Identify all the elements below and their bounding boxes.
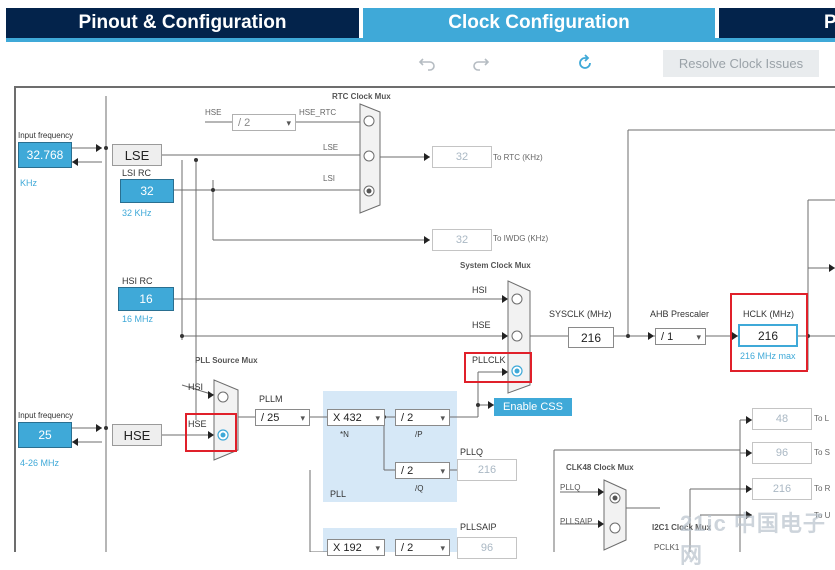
- lse-oscillator: LSE: [112, 144, 162, 166]
- hse-rtc-label: HSE_RTC: [299, 108, 337, 117]
- lse-input-frequency[interactable]: 32.768: [18, 142, 72, 168]
- pllq-output: 216: [457, 459, 517, 481]
- hclk-max-label: 216 MHz max: [740, 351, 796, 361]
- rtc-mux-title: RTC Clock Mux: [332, 92, 391, 101]
- clock-wires: [72, 96, 835, 552]
- pllsai-p-select[interactable]: / 2▾: [395, 539, 450, 556]
- hsi-rc-title: HSI RC: [122, 276, 153, 286]
- chevron-down-icon: ▾: [300, 413, 305, 423]
- output-1-label: To L: [814, 414, 830, 423]
- clk48-mux-title: CLK48 Clock Mux: [566, 463, 634, 472]
- redo-icon[interactable]: [472, 54, 490, 72]
- pllsai-n-select[interactable]: X 192▾: [327, 539, 385, 556]
- sysmux-hse-label: HSE: [472, 320, 491, 330]
- undo-icon[interactable]: [418, 54, 436, 72]
- hse-oscillator: HSE: [112, 424, 162, 446]
- pllp-select[interactable]: / 2▾: [395, 409, 450, 426]
- tab-project-manager[interactable]: P: [719, 8, 835, 38]
- clk48-pllsaip-label: PLLSAIP: [560, 517, 593, 526]
- pllclk-highlight: [464, 352, 532, 383]
- rtc-lse-label: LSE: [323, 143, 339, 152]
- pllm-select[interactable]: / 25▾: [255, 409, 310, 426]
- output-2: 96: [752, 442, 812, 464]
- enable-css-button[interactable]: Enable CSS: [494, 398, 572, 416]
- chevron-down-icon: ▾: [286, 118, 291, 128]
- chevron-down-icon: ▾: [375, 543, 380, 553]
- pllsaip-label: PLLSAIP: [460, 522, 497, 532]
- lsi-rc-title: LSI RC: [122, 168, 152, 178]
- to-iwdg-label: To IWDG (KHz): [493, 234, 549, 243]
- sysmux-hsi-label: HSI: [472, 285, 488, 295]
- to-rtc-label: To RTC (KHz): [493, 153, 543, 162]
- to-iwdg-output: 32: [432, 229, 492, 251]
- chevron-down-icon: ▾: [696, 332, 701, 342]
- hclk-highlight: [730, 293, 808, 372]
- output-3: 216: [752, 478, 812, 500]
- i2c1-mux-title: I2C1 Clock Mux: [652, 523, 712, 532]
- output-1: 48: [752, 408, 812, 430]
- tab-bar: Pinout & Configuration Clock Configurati…: [0, 0, 835, 42]
- lsi-rc-value: 32: [120, 179, 174, 203]
- rtc-lsi-label: LSI: [323, 174, 336, 183]
- lse-unit: KHz: [20, 178, 38, 188]
- chevron-down-icon: ▾: [440, 543, 445, 553]
- pllm-label: PLLM: [259, 394, 283, 404]
- pllsaip-output: 96: [457, 537, 517, 559]
- ahb-prescaler-select[interactable]: / 1▾: [655, 328, 706, 345]
- clock-tree-canvas: [14, 86, 835, 552]
- hse-range: 4-26 MHz: [20, 458, 60, 468]
- sysmux-pllclk-label: PLLCLK: [472, 355, 506, 365]
- rtc-hse-label: HSE: [205, 108, 222, 117]
- hsi-rc-unit: 16 MHz: [122, 314, 154, 324]
- rtc-hse-divider[interactable]: / 2▾: [232, 114, 296, 131]
- pllsrc-hse-highlight: [185, 413, 237, 452]
- resolve-clock-issues-button[interactable]: Resolve Clock Issues: [663, 50, 819, 77]
- hse-input-frequency[interactable]: 25: [18, 422, 72, 448]
- i2c1-pclk1-label: PCLK1: [654, 543, 680, 552]
- pllq-output-label: PLLQ: [460, 447, 484, 457]
- plln-select[interactable]: X 432▾: [327, 409, 385, 426]
- tab-clock-configuration[interactable]: Clock Configuration: [363, 8, 715, 38]
- to-rtc-output: 32: [432, 146, 492, 168]
- hclk-label: HCLK (MHz): [743, 309, 794, 319]
- watermark-logo: 21ic 中国电子网: [680, 511, 826, 568]
- pllq-label-small: /Q: [415, 484, 424, 493]
- pllq-select[interactable]: / 2▾: [395, 462, 450, 479]
- chevron-down-icon: ▾: [440, 413, 445, 423]
- lsi-rc-unit: 32 KHz: [122, 208, 152, 218]
- tab-pinout-configuration[interactable]: Pinout & Configuration: [6, 8, 359, 38]
- tab-underline: [6, 38, 835, 42]
- plln-label: *N: [340, 430, 349, 439]
- sysclk-label: SYSCLK (MHz): [549, 309, 612, 319]
- output-3-label: To R: [814, 484, 831, 493]
- chevron-down-icon: ▾: [440, 466, 445, 476]
- hse-input-frequency-label: Input frequency: [18, 411, 74, 420]
- sysclk-value: 216: [568, 327, 614, 348]
- system-clock-mux-title: System Clock Mux: [460, 261, 531, 270]
- pll-panel-label: PLL: [330, 489, 347, 499]
- hsi-rc-value: 16: [118, 287, 174, 311]
- chevron-down-icon: ▾: [375, 413, 380, 423]
- pll-source-mux-title: PLL Source Mux: [195, 356, 258, 365]
- output-4-label: To U: [814, 511, 831, 520]
- pllp-label: /P: [415, 430, 423, 439]
- refresh-icon[interactable]: [576, 54, 594, 72]
- hclk-input[interactable]: 216: [738, 324, 798, 347]
- output-2-label: To S: [814, 448, 831, 457]
- clk48-pllq-label: PLLQ: [560, 483, 581, 492]
- pllsrc-hse-label: HSE: [188, 419, 207, 429]
- ahb-prescaler-label: AHB Prescaler: [650, 309, 710, 319]
- lse-input-frequency-label: Input frequency: [18, 131, 74, 140]
- pllsrc-hsi-label: HSI: [188, 382, 204, 392]
